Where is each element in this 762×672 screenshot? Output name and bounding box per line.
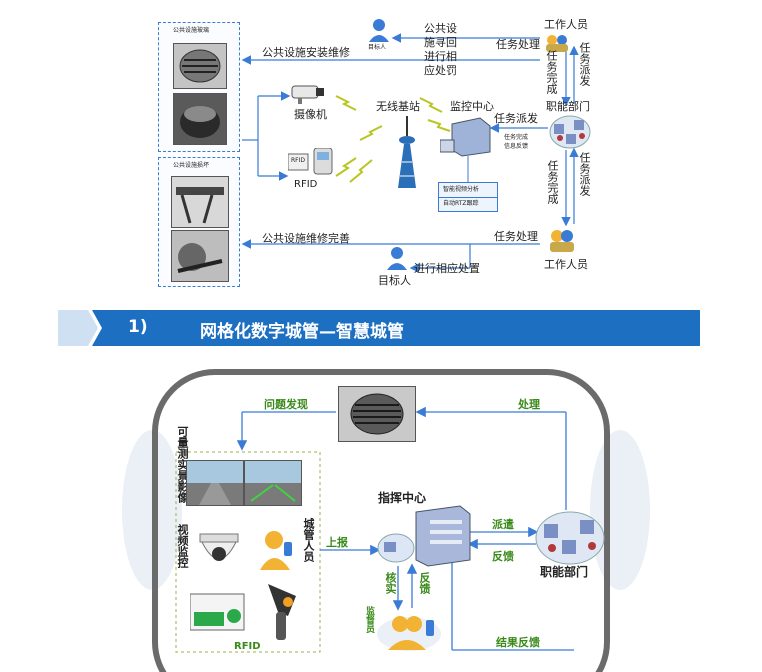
dispatch-label: 派遣 xyxy=(492,518,514,531)
banner-number: 1) xyxy=(128,317,148,337)
feedback-v-label: 反馈 xyxy=(418,572,431,594)
rfid-bottom-label: RFID xyxy=(234,641,261,652)
drain-cover-photo xyxy=(173,43,227,89)
task-dispatch-v1: 任务派发 xyxy=(578,42,591,86)
target-person-bottom-label: 目标人 xyxy=(378,274,411,287)
left-vertical-label-1: 可量测实景影像 xyxy=(176,426,189,503)
functional-dept-cluster-icon xyxy=(534,506,606,570)
worker-bottom-icon xyxy=(548,228,576,256)
damage-photo-1 xyxy=(171,176,229,228)
rfid-label: RFID xyxy=(294,179,318,190)
damaged-cover-photo xyxy=(173,93,227,145)
broken-cover-icon xyxy=(180,106,220,138)
banner-title: 网格化数字城管—智慧城管 xyxy=(200,322,404,342)
road-scene-icon xyxy=(187,461,243,505)
rfid-card-icon xyxy=(189,590,246,638)
camera-icon xyxy=(290,80,326,108)
top-diagram: 公共设施玻璃 公共设施损坏 xyxy=(0,0,762,300)
task-dispatch-v2: 任务派发 xyxy=(578,152,591,196)
rfid-scanner-icon xyxy=(258,582,306,646)
monitor-center-label: 监控中心 xyxy=(450,100,494,113)
repair-done-label: 公共设施维修完善 xyxy=(262,232,350,245)
task-dispatch-h-label: 任务派发 xyxy=(494,112,538,125)
corresponding-action-label: 进行相应处置 xyxy=(414,262,480,275)
fallen-pole-icon xyxy=(177,243,223,273)
drain-cover-photo-large xyxy=(338,386,416,442)
top-connector-lines xyxy=(241,33,579,273)
command-center-building-icon xyxy=(376,504,472,574)
panel-facility-glass: 公共设施玻璃 xyxy=(158,22,240,152)
section-banner: 1) 网格化数字城管—智慧城管 xyxy=(58,310,700,346)
facility-repair-label: 公共设施安装维修 xyxy=(262,46,350,59)
supervisor-group-icon xyxy=(376,610,442,656)
target-person-bottom-icon xyxy=(386,246,408,274)
drain-grate-icon xyxy=(179,49,221,83)
left-vertical-label-2: 视频监控 xyxy=(176,524,189,568)
analysis-box: 智能视频分析 自动RTZ跟踪 xyxy=(438,182,498,212)
dome-camera-icon xyxy=(196,532,242,576)
task-process-bottom-label: 任务处理 xyxy=(494,230,538,243)
rfid-reader-icon xyxy=(287,147,336,180)
task-complete-v2: 任务完成 xyxy=(546,160,559,204)
panel-bottom-title: 公共设施损坏 xyxy=(173,162,210,169)
damage-photo-2 xyxy=(171,230,229,282)
road-scene-marked-icon xyxy=(245,461,301,505)
bottom-diagram: 问题发现 处理 可量测实景影像 视频监控 城管人员 RFID 指挥中心 上报 派… xyxy=(0,360,762,672)
panel-top-title: 公共设施玻璃 xyxy=(173,27,210,34)
monitor-center-building-icon xyxy=(439,116,492,162)
panel-facility-damage: 公共设施损坏 xyxy=(158,157,240,287)
drain-grate-large-icon xyxy=(350,393,404,435)
process-label: 处理 xyxy=(518,398,540,411)
city-staff-label: 城管人员 xyxy=(302,518,315,562)
task-process-top-label: 任务处理 xyxy=(496,38,540,51)
worker-bottom-label: 工作人员 xyxy=(544,258,588,271)
functional-dept-network-icon xyxy=(548,112,592,156)
functional-dept-bottom-label: 职能部门 xyxy=(540,565,589,579)
task-complete-v1: 任务完成 xyxy=(545,50,558,94)
road-image-1 xyxy=(186,460,244,506)
command-center-label: 指挥中心 xyxy=(378,491,427,505)
bottom-frame-and-arrows xyxy=(122,369,650,672)
wireless-station-label: 无线基站 xyxy=(376,100,420,113)
road-barrier-icon xyxy=(176,187,224,224)
rfid-small-label: RFID xyxy=(291,157,306,164)
verify-label: 核实 xyxy=(384,572,397,594)
road-image-2 xyxy=(244,460,302,506)
worker-top-label: 工作人员 xyxy=(544,18,588,31)
city-staff-icon xyxy=(258,528,298,574)
supervisor-label: 监督员 xyxy=(364,606,374,633)
smart-video-label: 智能视频分析 xyxy=(443,186,480,193)
feedback-h-label: 反馈 xyxy=(492,550,514,563)
auto-rtz-label: 自动RTZ跟踪 xyxy=(443,200,479,207)
target-person-icon xyxy=(368,18,390,46)
tower-icon xyxy=(392,116,422,194)
problem-found-label: 问题发现 xyxy=(264,398,308,411)
banner-shape xyxy=(58,310,700,346)
target-person-top-label: 目标人 xyxy=(368,44,387,51)
worker-top-icon xyxy=(544,34,570,56)
result-feedback-label: 结果反馈 xyxy=(496,636,540,649)
camera-label: 摄像机 xyxy=(294,108,327,121)
functional-dept-label: 职能部门 xyxy=(546,100,590,113)
report-label: 上报 xyxy=(326,536,348,549)
